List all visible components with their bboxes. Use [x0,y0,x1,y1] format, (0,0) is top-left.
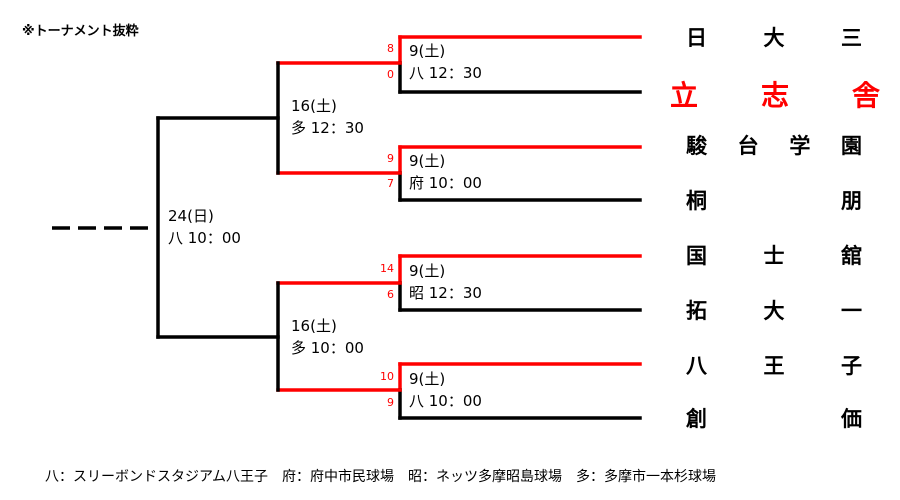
team-name-char: 台 [737,134,759,158]
team-name-char: 駿 [686,134,707,158]
semi-venue-time: 多 10：00 [291,339,364,357]
score-bottom: 0 [387,68,394,81]
team-name-char: 国 [686,244,707,268]
quarter-1-info: 9(土) 八 12：30 [409,40,482,84]
score-top: 14 [380,262,394,275]
quarter-venue-time: 府 10：00 [409,174,482,192]
quarter-2-info: 9(土) 府 10：00 [409,150,482,194]
team-name-char: 士 [763,244,785,268]
team-name: 国士舘 [670,240,880,270]
team-name-char: 大 [763,26,785,50]
team-name-char: 王 [763,354,785,378]
score-top: 9 [387,152,394,165]
score-top: 8 [387,42,394,55]
team-name-char: 立 [670,79,699,112]
team-name-char: 日 [686,26,707,50]
quarter-venue-time: 八 12：30 [409,64,482,82]
team-name-char: 朋 [841,189,862,213]
semi-venue-time: 多 12：30 [291,119,364,137]
venue-legend: 八：スリーボンドスタジアム八王子 府：府中市民球場 昭：ネッツ多摩昭島球場 多：… [45,469,717,485]
team-name-char: 三 [841,26,862,50]
team-name-char: 創 [686,407,707,431]
quarter-venue-time: 昭 12：30 [409,284,482,302]
bracket-note: ※トーナメント抜粋 [22,24,139,39]
team-name-char: 学 [789,134,811,158]
team-name: 拓大一 [670,295,880,325]
semi-2-info: 16(土) 多 10：00 [291,315,364,359]
semi-1-info: 16(土) 多 12：30 [291,95,364,139]
team-name: 立志舎 [670,74,880,114]
team-name-char: 一 [841,299,862,323]
team-name-char: 舘 [841,244,862,268]
score-bottom: 9 [387,396,394,409]
final-date: 24(日) [168,207,214,225]
quarter-3-info: 9(土) 昭 12：30 [409,260,482,304]
quarter-date: 9(土) [409,370,446,388]
team-name-char: 価 [841,407,862,431]
team-name: 日大三 [670,22,880,52]
team-name-char: 桐 [686,189,707,213]
quarter-date: 9(土) [409,42,446,60]
team-name-char: 志 [760,79,789,112]
final-info: 24(日) 八 10：00 [168,205,241,249]
final-venue-time: 八 10：00 [168,229,241,247]
team-name-char: 拓 [686,299,707,323]
score-bottom: 7 [387,177,394,190]
team-name-char: 園 [840,134,862,158]
team-name-char: 大 [763,299,785,323]
team-name-char: 八 [686,354,707,378]
team-name-char: 舎 [851,79,880,112]
team-name: 駿台学園 [670,130,880,160]
quarter-4-info: 9(土) 八 10：00 [409,368,482,412]
team-name-char: 子 [841,354,862,378]
quarter-date: 9(土) [409,262,446,280]
team-name: 桐朋 [670,185,880,215]
team-name: 創価 [670,403,880,433]
score-top: 10 [380,370,394,383]
semi-date: 16(土) [291,97,337,115]
quarter-date: 9(土) [409,152,446,170]
quarter-venue-time: 八 10：00 [409,392,482,410]
team-name: 八王子 [670,350,880,380]
score-bottom: 6 [387,288,394,301]
semi-date: 16(土) [291,317,337,335]
